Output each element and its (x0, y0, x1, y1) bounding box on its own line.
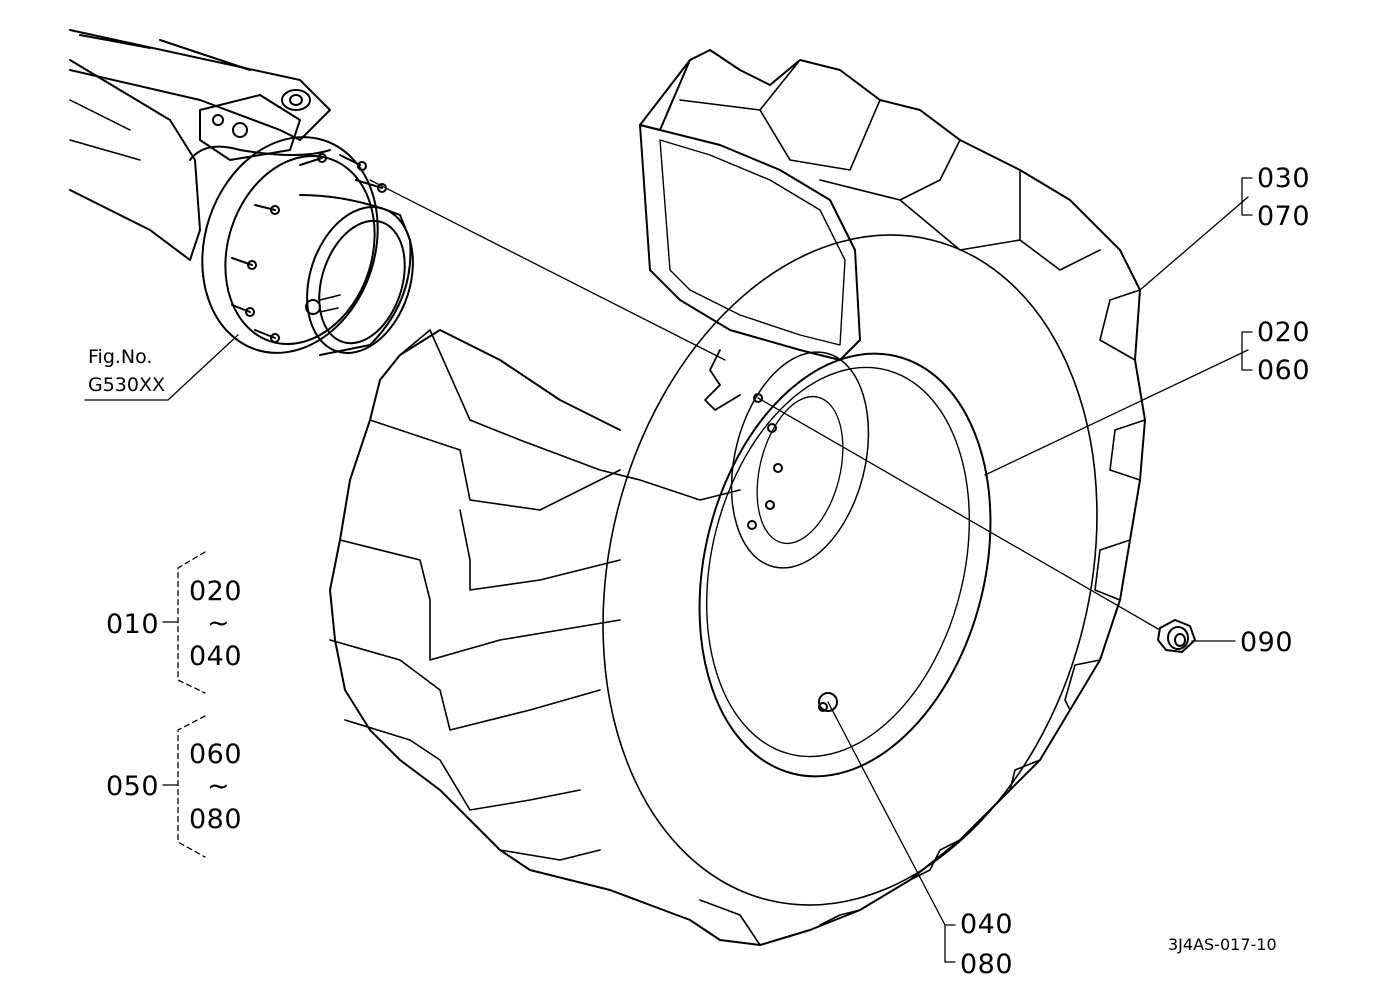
assembly-050-to: 080 (189, 804, 243, 835)
assembly-050-number: 050 (106, 771, 160, 802)
assembly-050-tilde: ~ (207, 771, 231, 802)
assembly-010-number: 010 (106, 609, 160, 640)
figure-ref-label: Fig.No. (88, 346, 153, 368)
callout-070: 070 (1257, 201, 1311, 232)
drawing-code: 3J4AS-017-10 (1168, 935, 1277, 954)
callout-040: 040 (960, 909, 1014, 940)
axle-hub-assembly (69, 29, 414, 356)
figure-ref-code: G530XX (88, 374, 166, 396)
callout-090: 090 (1240, 627, 1294, 658)
assembly-010-tilde: ~ (207, 608, 231, 639)
wheel-nut (1157, 619, 1196, 653)
callout-060: 060 (1257, 355, 1311, 386)
assembly-010-to: 040 (189, 641, 243, 672)
callout-020: 020 (1257, 317, 1311, 348)
tire (329, 49, 1146, 946)
callout-030: 030 (1257, 163, 1311, 194)
assembly-050-from: 060 (189, 739, 243, 770)
leader-lines (84, 177, 1253, 963)
callout-080: 080 (960, 949, 1014, 980)
assembly-010-from: 020 (189, 576, 243, 607)
wheel-rim (639, 124, 992, 778)
